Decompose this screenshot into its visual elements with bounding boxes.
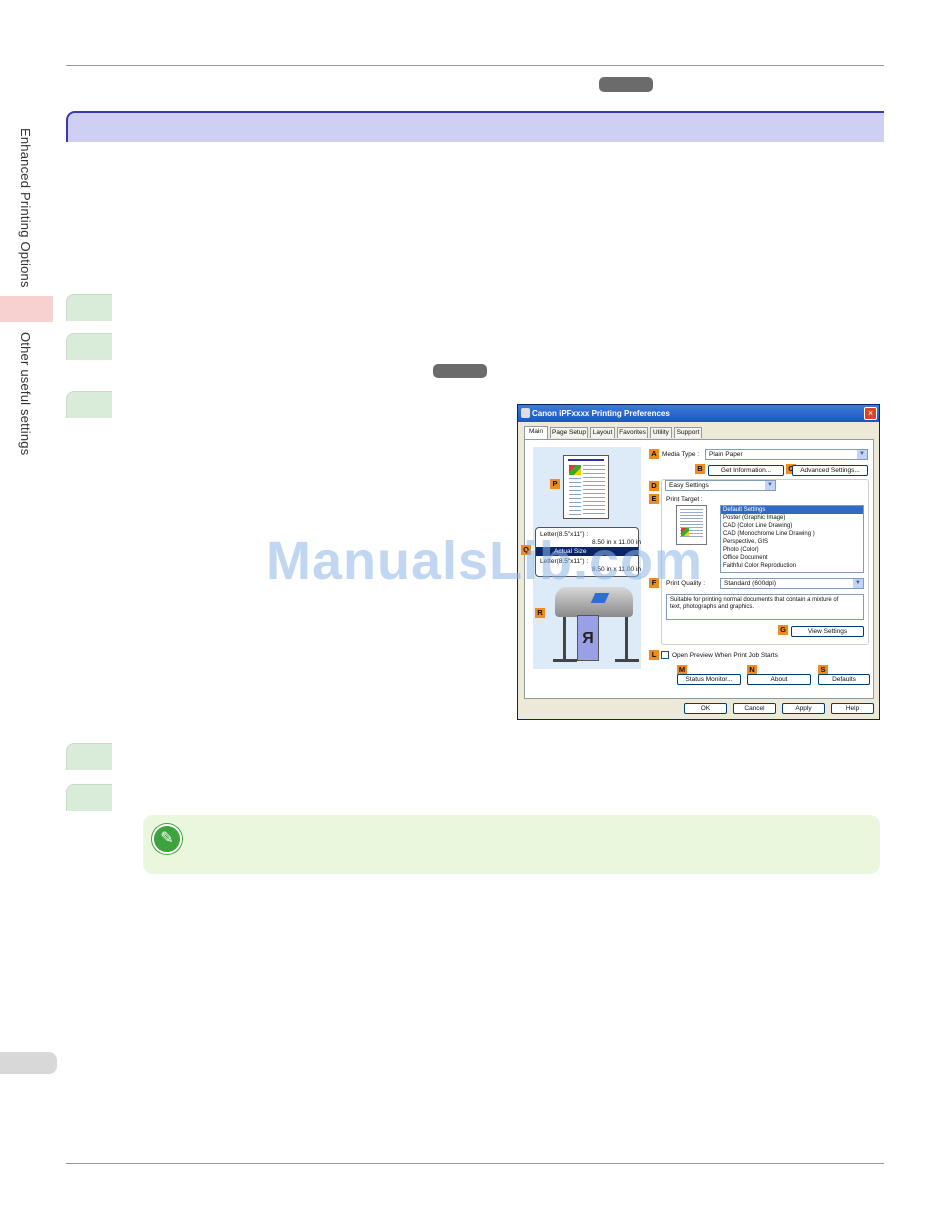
- status-monitor-button[interactable]: Status Monitor...: [677, 674, 741, 685]
- tab-favorites[interactable]: Favorites: [617, 427, 648, 438]
- note-box: [143, 815, 880, 874]
- side-nav-enhanced-printing[interactable]: Enhanced Printing Options: [18, 128, 33, 288]
- section-title-band: [66, 111, 884, 142]
- printer-stand-right: [625, 617, 628, 659]
- printing-preferences-dialog: Canon iPFxxxx Printing Preferences × Mai…: [517, 404, 880, 720]
- print-quality-label: Print Quality :: [666, 580, 706, 587]
- label-m: M: [677, 665, 687, 675]
- preview-graphic: [569, 465, 581, 475]
- thumbnail-graphic: [681, 528, 689, 536]
- page-preview: [563, 455, 609, 519]
- page-number-tab: [0, 1052, 57, 1074]
- tab-utility[interactable]: Utility: [650, 427, 672, 438]
- print-quality-value: Standard (600dpi): [724, 580, 777, 587]
- cancel-button[interactable]: Cancel: [733, 703, 776, 714]
- print-target-item[interactable]: Photo (Color): [723, 547, 759, 553]
- paper-size-1: 8.50 in x 11.00 in: [592, 539, 642, 546]
- help-button[interactable]: Help: [831, 703, 874, 714]
- step-5-box: [66, 784, 112, 811]
- label-l: L: [649, 650, 659, 660]
- actual-size-bar: Actual Size: [536, 547, 638, 556]
- print-target-list[interactable]: Default Settings Poster (Graphic Image) …: [720, 505, 864, 573]
- label-c: C: [786, 464, 796, 474]
- label-s: S: [818, 665, 828, 675]
- printer-foot: [553, 659, 577, 662]
- description-box: Suitable for printing normal documents t…: [666, 594, 864, 620]
- easy-settings-group: [661, 479, 869, 645]
- label-g: G: [778, 625, 788, 635]
- printed-sheet: R: [577, 615, 599, 661]
- paper-info-1: Letter(8.5"x11") :: [540, 531, 589, 538]
- step-3-box: [66, 391, 112, 418]
- media-type-value: Plain Paper: [709, 451, 743, 458]
- label-b: B: [695, 464, 705, 474]
- main-tab-panel: P Letter(8.5"x11") : 8.50 in x 11.00 in …: [521, 439, 874, 699]
- label-a: A: [649, 449, 659, 459]
- printer-icon: [521, 408, 530, 418]
- print-target-item[interactable]: CAD (Monochrome Line Drawing ): [723, 531, 815, 537]
- open-preview-checkbox[interactable]: [661, 651, 669, 659]
- printer-stand-left: [563, 617, 566, 659]
- dialog-title-bar: Canon iPFxxxx Printing Preferences: [518, 405, 879, 422]
- open-preview-label: Open Preview When Print Job Starts: [672, 652, 778, 659]
- side-nav-active-marker: [0, 296, 53, 322]
- easy-settings-select[interactable]: Easy Settings ▼: [665, 480, 776, 491]
- top-rule: [66, 65, 884, 66]
- preview-pane: P Letter(8.5"x11") : 8.50 in x 11.00 in …: [521, 447, 642, 669]
- step-1-box: [66, 294, 112, 321]
- printer-foot: [615, 659, 639, 662]
- about-button[interactable]: About: [747, 674, 811, 685]
- chevron-down-icon: ▼: [853, 579, 863, 588]
- print-target-item[interactable]: Faithful Color Reproduction: [723, 563, 797, 569]
- reference-pill: [599, 77, 653, 92]
- defaults-button[interactable]: Defaults: [818, 674, 870, 685]
- pencil-icon: ✎: [152, 824, 182, 854]
- print-target-item[interactable]: CAD (Color Line Drawing): [723, 523, 793, 529]
- label-r: R: [535, 608, 545, 618]
- watermark: ManualsLib.com: [266, 531, 704, 591]
- print-quality-select[interactable]: Standard (600dpi) ▼: [720, 578, 864, 589]
- view-settings-button[interactable]: View Settings: [791, 626, 864, 637]
- print-target-item[interactable]: Perspective, GIS: [723, 539, 769, 545]
- chevron-down-icon: ▼: [765, 481, 775, 490]
- easy-settings-value: Easy Settings: [669, 482, 709, 489]
- tab-page-setup[interactable]: Page Setup: [550, 427, 588, 438]
- media-type-label: Media Type :: [662, 451, 700, 458]
- preview-header-line: [568, 459, 604, 461]
- paper-info-2: Letter(8.5"x11") :: [540, 558, 589, 565]
- step-4-box: [66, 743, 112, 770]
- advanced-settings-button[interactable]: Advanced Settings...: [792, 465, 868, 476]
- close-button[interactable]: ×: [864, 407, 877, 420]
- print-target-item[interactable]: Office Document: [723, 555, 768, 561]
- label-e: E: [649, 494, 659, 504]
- tab-main[interactable]: Main: [524, 426, 548, 439]
- bottom-rule: [66, 1163, 884, 1164]
- print-target-thumbnail: [676, 505, 707, 545]
- tab-support[interactable]: Support: [674, 427, 702, 438]
- media-type-select[interactable]: Plain Paper ▼: [705, 449, 868, 460]
- label-p: P: [550, 479, 560, 489]
- chevron-down-icon: ▼: [857, 450, 867, 459]
- print-target-item[interactable]: Poster (Graphic Image): [723, 515, 786, 521]
- dialog-title: Canon iPFxxxx Printing Preferences: [532, 409, 670, 418]
- label-n: N: [747, 665, 757, 675]
- step-2-box: [66, 333, 112, 360]
- ok-button[interactable]: OK: [684, 703, 727, 714]
- print-target-label: Print Target :: [666, 496, 703, 503]
- get-information-button[interactable]: Get Information...: [708, 465, 784, 476]
- preview-text-lines: [569, 478, 581, 515]
- apply-button[interactable]: Apply: [782, 703, 825, 714]
- preview-text-lines: [583, 465, 605, 515]
- paper-info-box: Letter(8.5"x11") : 8.50 in x 11.00 in Ac…: [535, 527, 642, 577]
- side-nav-other-settings[interactable]: Other useful settings: [18, 332, 33, 456]
- tab-layout[interactable]: Layout: [590, 427, 615, 438]
- reference-pill: [433, 364, 487, 378]
- label-d: D: [649, 481, 659, 491]
- label-q: Q: [521, 545, 531, 555]
- label-f: F: [649, 578, 659, 588]
- print-target-item[interactable]: Default Settings: [721, 506, 863, 514]
- paper-size-2: 8.50 in x 11.00 in: [592, 566, 642, 573]
